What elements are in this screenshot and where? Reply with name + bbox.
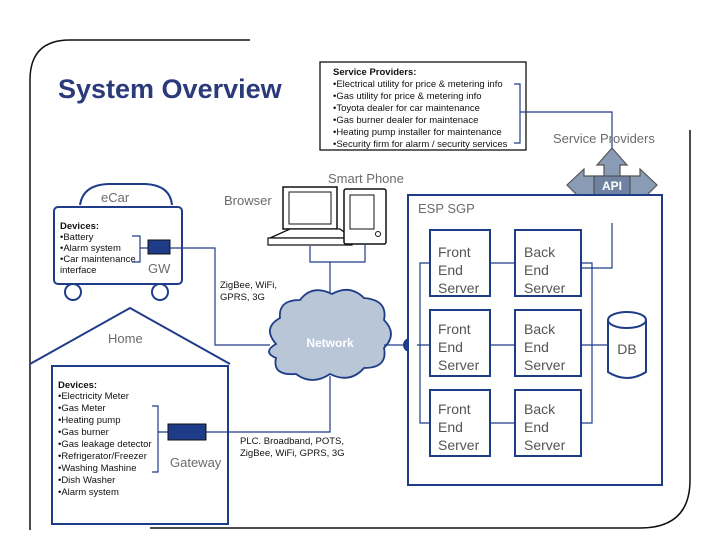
sp-item-heating-pump: •Heating pump installer for maintenance	[333, 127, 502, 138]
home-device-alarm: •Alarm system	[58, 487, 119, 498]
back-server-3-line1: Back	[524, 401, 556, 417]
api-arrows: API	[566, 147, 658, 224]
home-device-gas-meter: •Gas Meter	[58, 403, 106, 414]
ecar-wheel-right	[151, 283, 169, 301]
page-frame-right	[150, 130, 691, 529]
home-devices-heading: Devices:	[58, 380, 97, 391]
home-device-electricity-meter: •Electricity Meter	[58, 391, 129, 402]
network-cloud: Network	[268, 288, 392, 381]
front-server-3-line3: Server	[438, 437, 480, 453]
back-server-3-line3: Server	[524, 437, 566, 453]
conn-home-line1: PLC. Broadband, POTS,	[240, 436, 344, 447]
home-device-gas-leakage: •Gas leakage detector	[58, 439, 152, 450]
ecar-gw-label: GW	[148, 261, 171, 276]
ecar-label: eCar	[101, 190, 130, 205]
sp-bracket	[514, 83, 613, 168]
ecar-devices-heading: Devices:	[60, 221, 99, 232]
back-db-api-links	[581, 223, 613, 424]
ecar-roof	[79, 183, 173, 206]
front-server-3-line2: End	[438, 419, 463, 435]
browser-label: Browser	[224, 193, 272, 208]
home-bracket	[152, 405, 168, 473]
sp-item-electrical: •Electrical utility for price & metering…	[333, 79, 503, 90]
ecar: eCar Devices: •Battery •Alarm system •Ca…	[53, 183, 183, 301]
home-body	[51, 365, 229, 525]
back-server-3-line2: End	[524, 419, 549, 435]
back-server-2-line1: Back	[524, 321, 556, 337]
front-server-1-line1: Front	[438, 244, 471, 260]
service-providers-heading: Service Providers:	[333, 67, 416, 78]
front-server-3: Front End Server	[429, 389, 491, 457]
network-label: Network	[306, 336, 354, 350]
ecar-device-interface: interface	[60, 265, 96, 276]
ecar-gw-device	[147, 239, 171, 255]
home-gateway-label: Gateway	[170, 455, 222, 470]
back-server-3: Back End Server	[514, 389, 582, 457]
front-server-1-line3: Server	[438, 280, 480, 296]
service-providers-box: Service Providers: •Electrical utility f…	[319, 61, 527, 151]
conn-car-line2: GPRS, 3G	[220, 292, 265, 303]
sp-item-toyota: •Toyota dealer for car maintenance	[333, 103, 480, 114]
home: Home Devices: •Electricity Meter •Gas Me…	[29, 306, 231, 525]
conn-car-line1: ZigBee, WiFi,	[220, 280, 277, 291]
page-frame-left	[29, 39, 250, 530]
front-server-2-line1: Front	[438, 321, 471, 337]
db-cylinder: DB	[607, 311, 647, 379]
back-server-1-line3: Server	[524, 280, 566, 296]
home-gateway-device	[167, 423, 207, 441]
esp-sgp-label: ESP SGP	[418, 201, 475, 216]
ecar-device-maintenance: •Car maintenance	[60, 254, 136, 265]
ecar-device-battery: •Battery	[60, 232, 94, 243]
front-server-3-line1: Front	[438, 401, 471, 417]
computer-icon	[267, 186, 354, 246]
db-label: DB	[617, 341, 636, 357]
front-server-1: Front End Server	[429, 229, 491, 297]
home-label: Home	[108, 331, 143, 346]
front-server-2: Front End Server	[429, 309, 491, 377]
front-server-2-line3: Server	[438, 357, 480, 373]
home-network-link	[206, 376, 331, 433]
ecar-wheel-left	[64, 283, 82, 301]
back-server-1-line2: End	[524, 262, 549, 278]
esp-front-bus	[417, 262, 430, 424]
api-label: API	[602, 179, 622, 193]
phone-icon	[343, 188, 387, 245]
back-server-2-line2: End	[524, 339, 549, 355]
home-roof	[29, 306, 231, 365]
back-server-2-line3: Server	[524, 357, 566, 373]
sp-item-gas: •Gas utility for price & metering info	[333, 91, 482, 102]
back-server-2: Back End Server	[514, 309, 582, 377]
sp-item-gas-burner: •Gas burner dealer for maintenace	[333, 115, 478, 126]
page-title: System Overview	[58, 74, 283, 104]
ecar-network-link	[170, 247, 270, 346]
ecar-device-alarm: •Alarm system	[60, 243, 121, 254]
front-server-2-line2: End	[438, 339, 463, 355]
smart-phone-label: Smart Phone	[328, 171, 404, 186]
service-providers-label: Service Providers	[553, 131, 655, 146]
back-server-1: Back End Server	[514, 229, 582, 297]
home-device-dish-washer: •Dish Washer	[58, 475, 115, 486]
back-server-1-line1: Back	[524, 244, 556, 260]
sp-item-security: •Security firm for alarm / security serv…	[333, 139, 508, 150]
home-device-washing-machine: •Washing Mashine	[58, 463, 136, 474]
conn-home-line2: ZigBee, WiFi, GPRS, 3G	[240, 448, 345, 459]
front-server-1-line2: End	[438, 262, 463, 278]
ecar-body	[53, 206, 183, 285]
front-back-links	[490, 262, 515, 424]
home-device-gas-burner: •Gas burner	[58, 427, 109, 438]
home-device-refrigerator: •Refrigerator/Freezer	[58, 451, 147, 462]
ecar-bracket	[132, 235, 148, 263]
home-device-heating-pump: •Heating pump	[58, 415, 120, 426]
